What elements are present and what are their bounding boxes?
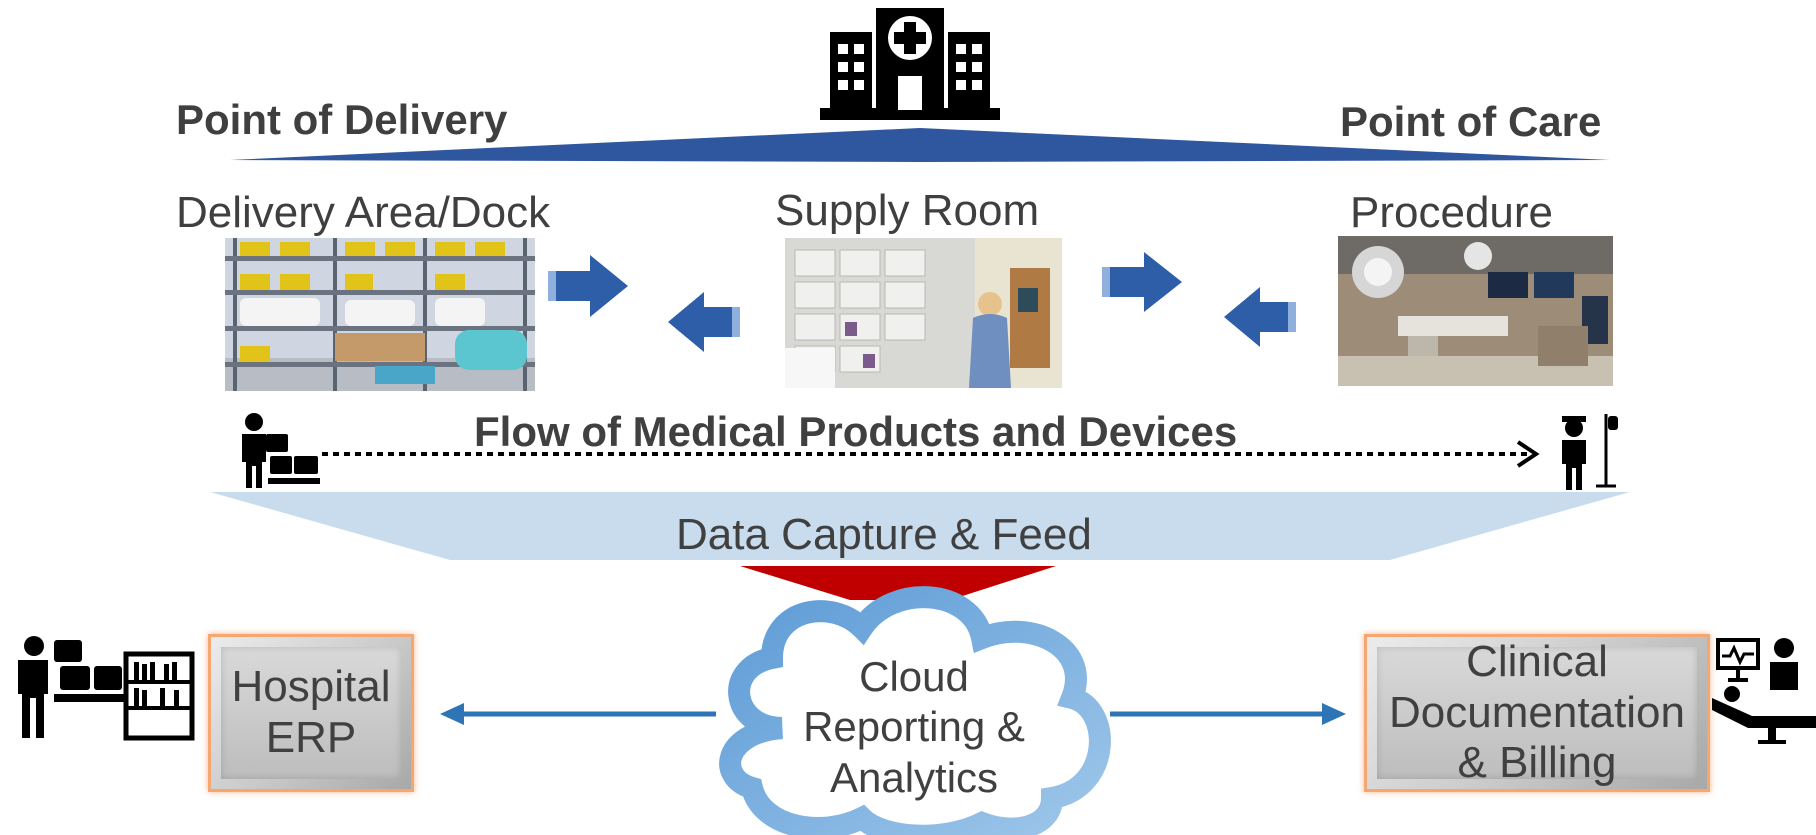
billing-line-2: Documentation: [1389, 687, 1685, 737]
location-label-supply-room: Supply Room: [775, 186, 1040, 235]
cloud-line-2: Reporting &: [803, 703, 1025, 751]
point-of-care-label: Point of Care: [1340, 98, 1602, 145]
arrow-to-billing: [1110, 703, 1346, 725]
cloud-hub-text: Cloud Reporting & Analytics: [740, 652, 1088, 803]
supply-room-photo: [785, 238, 1062, 388]
erp-line-1: Hospital: [231, 662, 391, 712]
location-label-procedure: Procedure: [1350, 188, 1554, 237]
header-bar: [230, 128, 1610, 162]
feed-funnel: [740, 566, 1056, 600]
location-label-dock: Delivery Area/Dock: [176, 188, 551, 237]
hospital-icon: [820, 8, 1000, 120]
billing-line-1: Clinical: [1466, 637, 1608, 687]
data-capture-band: [210, 492, 1630, 560]
cloud-icon: [719, 586, 1111, 835]
nurse-iv-icon: [1562, 414, 1618, 490]
flow-label: Flow of Medical Products and Devices: [474, 408, 1238, 455]
procedure-photo: [1338, 236, 1613, 386]
worker-boxes-icon: [242, 413, 320, 488]
point-of-delivery-label: Point of Delivery: [176, 96, 508, 143]
hospital-erp-text: Hospital ERP: [232, 662, 391, 763]
erp-line-2: ERP: [265, 713, 357, 762]
arrow-left-icon: [668, 292, 740, 352]
delivery-dock-photo: [225, 238, 535, 391]
clinical-billing-box: Clinical Documentation & Billing: [1364, 634, 1710, 792]
billing-line-3: & Billing: [1457, 738, 1617, 788]
worker-shelf-icon: [18, 636, 195, 741]
arrow-right-icon: [1102, 252, 1182, 312]
clinical-billing-text: Clinical Documentation & Billing: [1389, 637, 1685, 789]
arrow-left-icon: [1224, 287, 1296, 347]
cloud-line-1: Cloud: [859, 653, 969, 700]
cloud-line-3: Analytics: [829, 753, 999, 801]
arrow-right-icon: [548, 255, 628, 317]
patient-monitor-icon: [1712, 638, 1816, 744]
flow-arrow: [322, 440, 1540, 468]
hospital-erp-box: Hospital ERP: [208, 634, 414, 792]
arrow-to-erp: [440, 703, 716, 725]
data-capture-label: Data Capture & Feed: [676, 510, 1092, 559]
